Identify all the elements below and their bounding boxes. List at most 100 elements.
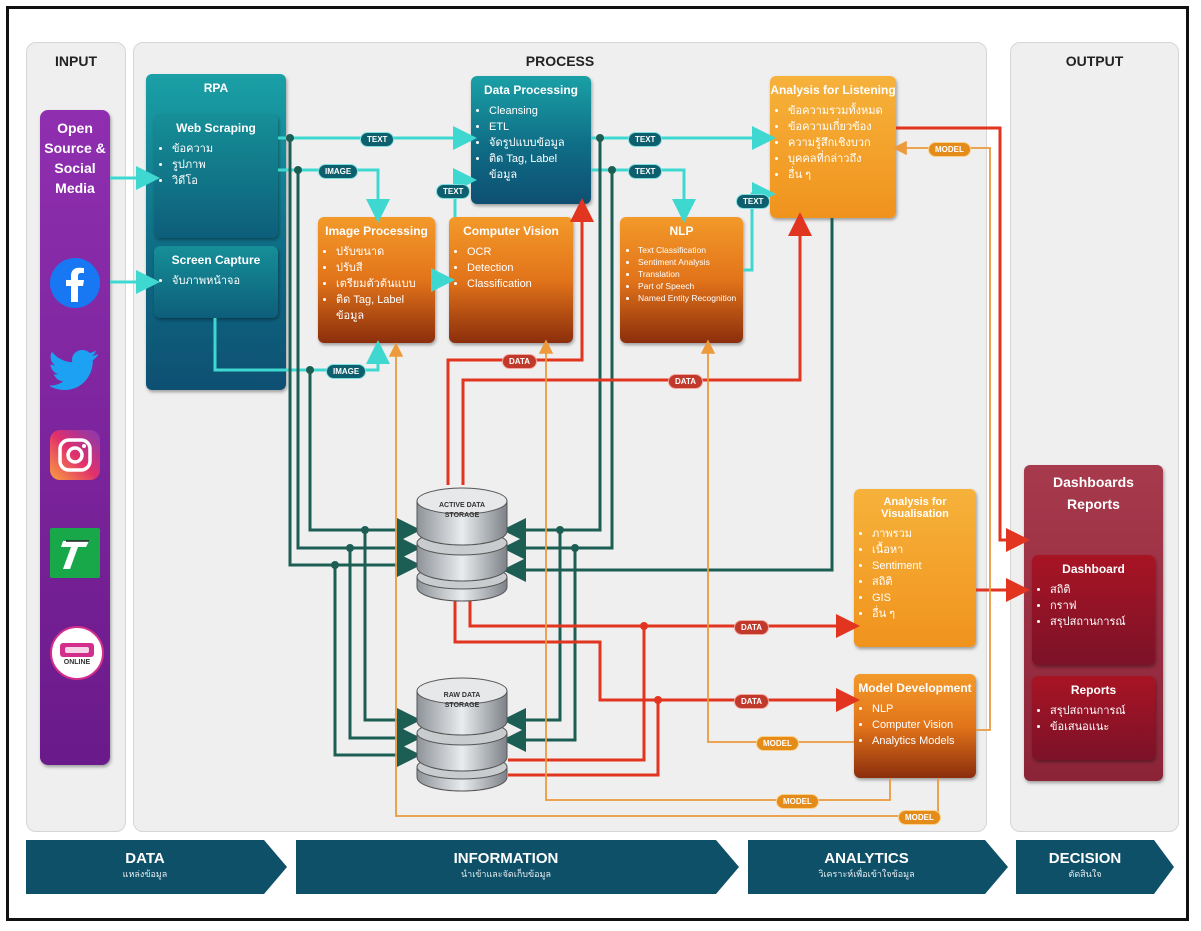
storage-label-line: STORAGE bbox=[444, 512, 480, 519]
data-junctions bbox=[640, 622, 662, 704]
source-title-line: Open bbox=[57, 120, 93, 136]
flow-line bbox=[388, 342, 939, 817]
flow-line bbox=[446, 198, 594, 485]
dashboard-list: สถิติ กราฟ สรุปสถานการณ์ bbox=[1032, 582, 1155, 630]
flow-line bbox=[508, 700, 660, 777]
instagram-icon bbox=[50, 430, 100, 480]
list-item: Part of Speech bbox=[638, 280, 737, 292]
image-processing-box: Image Processing ปรับขนาด ปรับสี เตรียมต… bbox=[318, 217, 435, 343]
list-item: สรุปสถานการณ์ bbox=[1050, 614, 1149, 630]
process-panel-title: PROCESS bbox=[525, 53, 595, 69]
output-panel-title: OUTPUT bbox=[1065, 53, 1124, 69]
stage-title: ANALYTICS bbox=[824, 850, 909, 867]
stage-title: DATA bbox=[125, 850, 165, 867]
list-item: GIS bbox=[872, 590, 970, 606]
data-processing-list: Cleansing ETL จัดรูปแบบข้อมูล ติด Tag, L… bbox=[471, 103, 591, 183]
list-item: ETL bbox=[489, 119, 585, 135]
list-item: เนื้อหา bbox=[872, 542, 970, 558]
analysis-visualisation-box: Analysis for Visualisation ภาพรวม เนื้อห… bbox=[854, 489, 976, 647]
database-icon bbox=[416, 677, 508, 792]
flow-tag-image: IMAGE bbox=[318, 164, 359, 179]
junction-dot bbox=[361, 526, 369, 534]
flow-line bbox=[453, 600, 860, 712]
flow-tag-model: MODEL bbox=[898, 810, 941, 825]
stage-title: INFORMATION bbox=[453, 850, 559, 867]
stage-information: INFORMATION นำเข้าและจัดเก็บข้อมูล bbox=[296, 840, 716, 894]
list-item: ปรับสี bbox=[336, 260, 429, 276]
active-data-storage: ACTIVE DATA STORAGE bbox=[415, 485, 509, 603]
online-label: ONLINE bbox=[63, 658, 91, 666]
dashboard-box: Dashboard สถิติ กราฟ สรุปสถานการณ์ bbox=[1032, 555, 1155, 665]
analysis-visualisation-title: Analysis for Visualisation bbox=[881, 496, 949, 520]
flow-tag-model: MODEL bbox=[756, 736, 799, 751]
junction-dot bbox=[640, 622, 648, 630]
list-item: จัดรูปแบบข้อมูล bbox=[489, 135, 585, 151]
pantip-icon bbox=[50, 528, 100, 578]
active-storage-label: ACTIVE DATA STORAGE bbox=[415, 501, 509, 521]
nlp-list: Text Classification Sentiment Analysis T… bbox=[620, 244, 743, 304]
list-item: Text Classification bbox=[638, 244, 737, 256]
list-item: อื่น ๆ bbox=[872, 606, 970, 622]
analysis-listening-list: ข้อความรวมทั้งหมด ข้อความเกี่ยวข้อง ความ… bbox=[770, 103, 896, 183]
junction-dot bbox=[286, 134, 294, 142]
source-title-line: Source & bbox=[44, 140, 106, 156]
flow-line bbox=[896, 126, 1030, 552]
flow-tag-image: IMAGE bbox=[326, 364, 367, 379]
reports-list: สรุปสถานการณ์ ข้อเสนอแนะ bbox=[1032, 703, 1155, 735]
list-item: OCR bbox=[467, 244, 567, 260]
computer-vision-title: Computer Vision bbox=[463, 224, 559, 238]
list-item: ปรับขนาด bbox=[336, 244, 429, 260]
stage-subtitle: ตัดสินใจ bbox=[1068, 869, 1102, 879]
list-item: สถิติ bbox=[1050, 582, 1149, 598]
list-item: Sentiment Analysis bbox=[638, 256, 737, 268]
storage-label-line: ACTIVE DATA bbox=[438, 502, 486, 509]
list-item: สถิติ bbox=[872, 574, 970, 590]
model-flows bbox=[388, 140, 991, 817]
flow-tag-model: MODEL bbox=[928, 142, 971, 157]
flow-line bbox=[502, 548, 577, 752]
flow-line bbox=[502, 218, 834, 582]
list-item: บุคคลที่กล่าวถึง bbox=[788, 151, 890, 167]
source-title-line: Social bbox=[54, 160, 96, 176]
flow-line bbox=[892, 140, 991, 731]
flow-line bbox=[363, 530, 421, 732]
flow-line bbox=[508, 626, 646, 762]
flow-tag-data: DATA bbox=[734, 620, 770, 635]
stage-subtitle: วิเคราะห์เพื่อเข้าใจข้อมูล bbox=[818, 869, 915, 879]
data-processing-box: Data Processing Cleansing ETL จัดรูปแบบข… bbox=[471, 76, 591, 204]
computer-vision-box: Computer Vision OCR Detection Classifica… bbox=[449, 217, 573, 343]
screen-capture-title: Screen Capture bbox=[171, 253, 261, 267]
news-online-icon: ONLINE bbox=[50, 626, 104, 680]
flow-tag-data: DATA bbox=[668, 374, 704, 389]
storage-label-line: STORAGE bbox=[444, 702, 480, 709]
junction-dot bbox=[556, 526, 564, 534]
analysis-visualisation-list: ภาพรวม เนื้อหา Sentiment สถิติ GIS อื่น … bbox=[854, 526, 976, 622]
model-development-title: Model Development bbox=[858, 681, 972, 695]
list-item: Classification bbox=[467, 276, 567, 292]
list-item: Computer Vision bbox=[872, 717, 970, 733]
flow-tag-text: TEXT bbox=[628, 132, 663, 147]
list-item: ภาพรวม bbox=[872, 526, 970, 542]
flow-line bbox=[468, 600, 860, 638]
nlp-title: NLP bbox=[669, 224, 694, 238]
list-item: ข้อความรวมทั้งหมด bbox=[788, 103, 890, 119]
list-item: อื่น ๆ bbox=[788, 167, 890, 183]
flow-tag-model: MODEL bbox=[776, 794, 819, 809]
junction-dot bbox=[654, 696, 662, 704]
computer-vision-list: OCR Detection Classification bbox=[449, 244, 573, 292]
flow-line bbox=[278, 168, 390, 223]
junction-dot bbox=[294, 166, 302, 174]
junction-dot bbox=[608, 166, 616, 174]
source-title: Open Source & Social Media bbox=[40, 110, 110, 198]
stage-title: DECISION bbox=[1048, 850, 1122, 867]
stage-subtitle: นำเข้าและจัดเก็บข้อมูล bbox=[461, 869, 551, 879]
reports-title: Reports bbox=[1070, 683, 1117, 697]
list-item: รูปภาพ bbox=[172, 157, 272, 173]
flow-line bbox=[502, 138, 602, 542]
flow-line bbox=[288, 138, 421, 577]
screen-capture-list: จับภาพหน้าจอ bbox=[154, 273, 278, 289]
junction-dot bbox=[346, 544, 354, 552]
list-item: วิดีโอ bbox=[172, 173, 272, 189]
list-item: ข้อความ bbox=[172, 141, 272, 157]
flow-line bbox=[453, 168, 477, 217]
